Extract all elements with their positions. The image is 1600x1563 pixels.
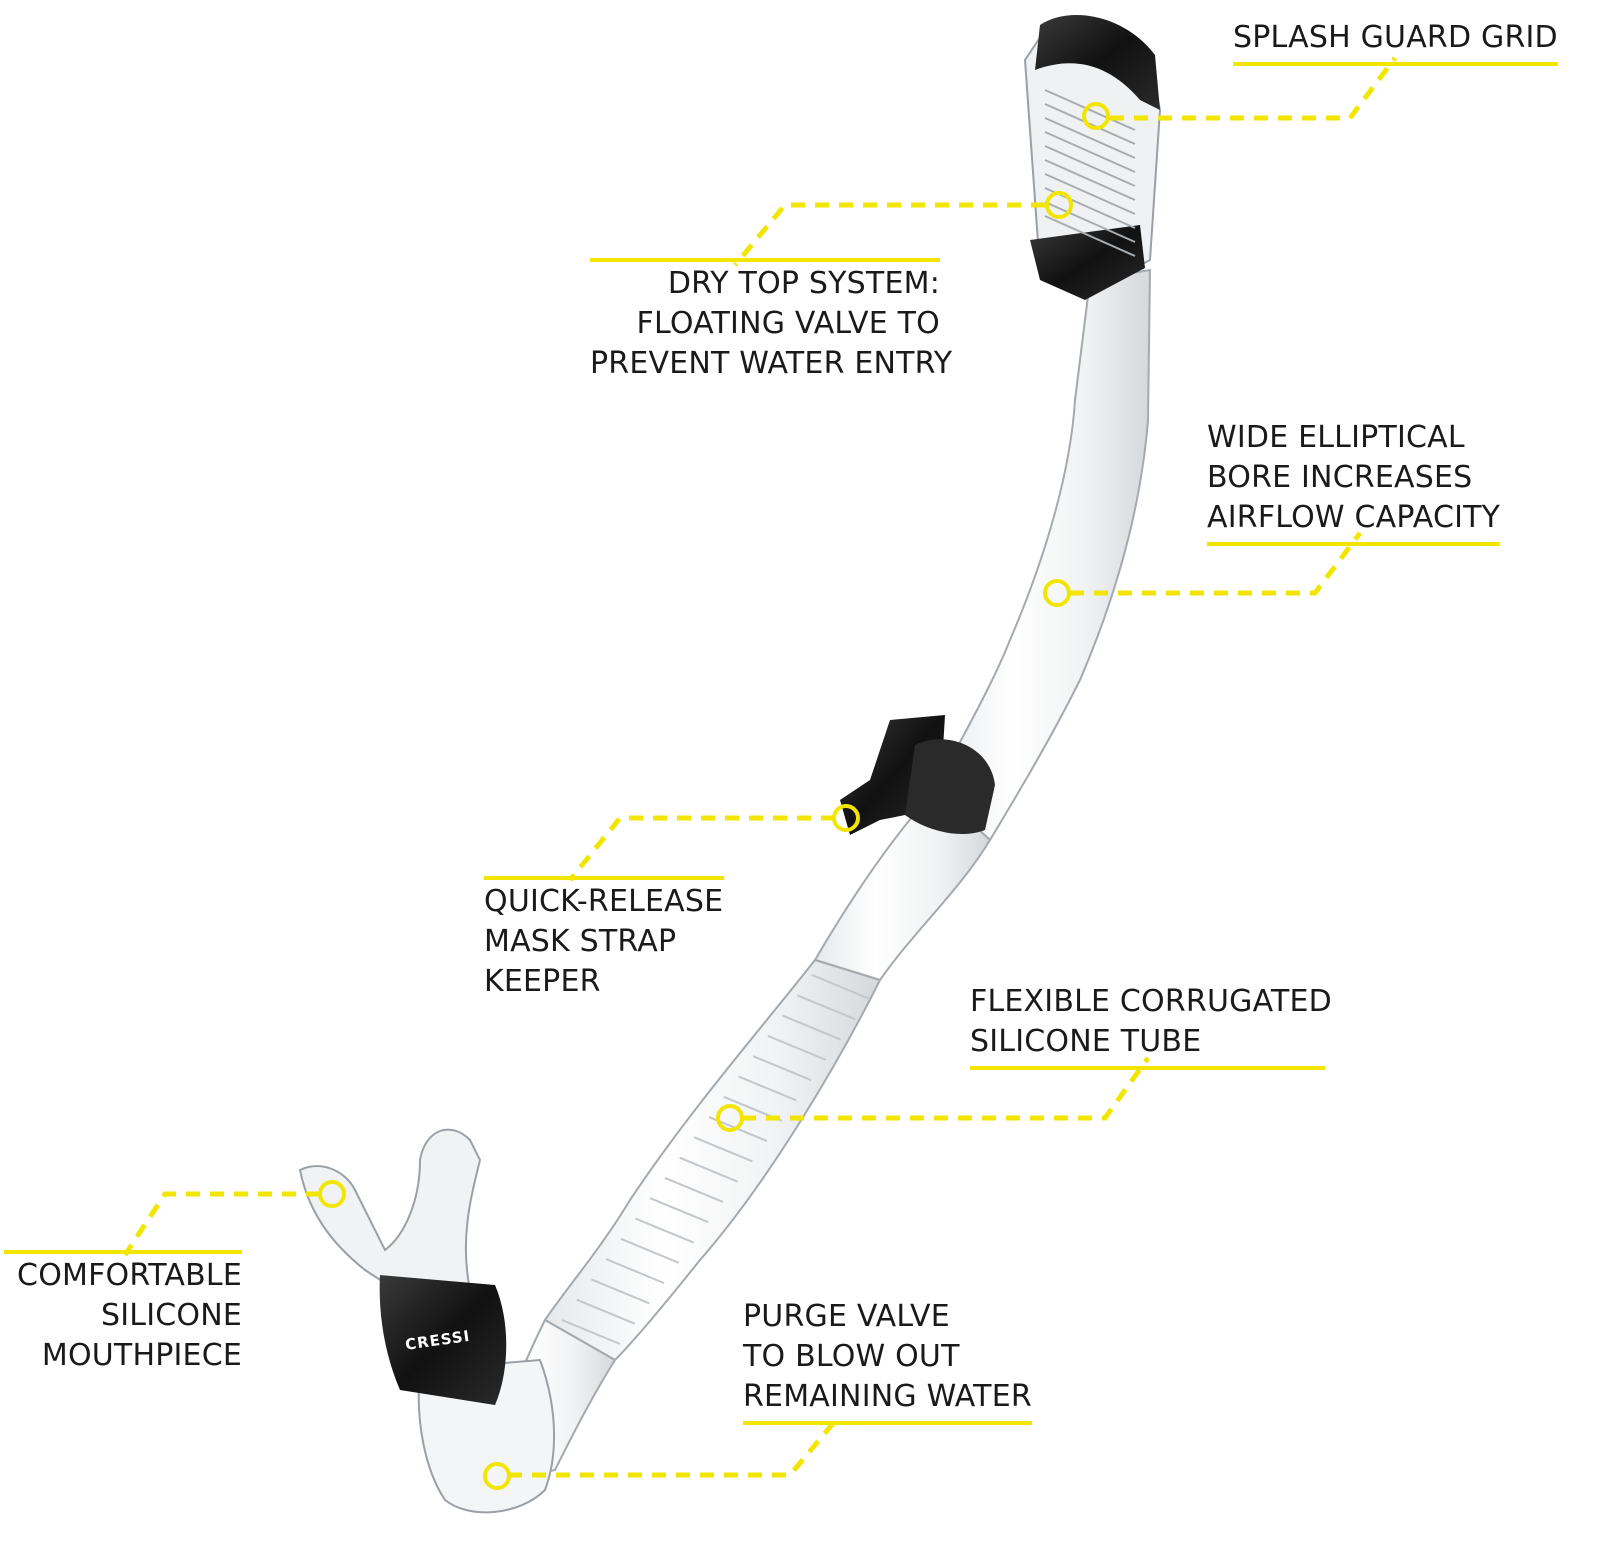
leader-mask-strap — [568, 815, 835, 882]
corrugation-ridge — [767, 1034, 827, 1061]
callout-mouthpiece-line-2: SILICONE — [100, 1298, 242, 1333]
corrugation-ridge — [811, 974, 871, 1000]
marker-dry-top — [1045, 191, 1073, 219]
splash-grid-line — [1044, 159, 1136, 201]
callout-mouthpiece: COMFORTABLE SILICONE MOUTHPIECE — [4, 1250, 242, 1376]
marker-mask-strap — [832, 804, 860, 832]
callout-dry-top-overline — [590, 258, 940, 262]
marker-corrugated — [716, 1104, 744, 1132]
callout-elliptical-bore-line-1: WIDE ELLIPTICAL — [1207, 420, 1465, 455]
callout-mask-strap-keeper-line-3: KEEPER — [484, 964, 601, 999]
corrugation-ridge — [693, 1136, 753, 1163]
callout-markers — [318, 102, 1110, 1490]
marker-splash-guard — [1082, 102, 1110, 130]
callout-dry-top: DRY TOP SYSTEM: FLOATING VALVE TO PREVEN… — [590, 258, 953, 384]
leader-splash-guard — [1110, 56, 1397, 121]
corrugation-ridge — [649, 1197, 709, 1224]
callout-dry-top-line-3: PREVENT WATER ENTRY — [590, 346, 953, 381]
leader-lines — [122, 56, 1397, 1478]
leader-elliptical-bore — [1070, 531, 1362, 596]
callout-mask-strap-keeper-overline — [484, 876, 724, 880]
splash-grid-line — [1044, 103, 1136, 145]
corrugation-ridge — [620, 1237, 680, 1264]
callout-purge-valve-line-2: TO BLOW OUT — [743, 1339, 960, 1374]
marker-mouthpiece — [318, 1180, 346, 1208]
callout-mouthpiece-line-3: MOUTHPIECE — [41, 1338, 242, 1373]
callout-mask-strap-keeper-line-1: QUICK-RELEASE — [484, 884, 724, 919]
callout-mask-strap-keeper-line-2: MASK STRAP — [484, 924, 677, 959]
callout-dry-top-line-1: DRY TOP SYSTEM: — [667, 266, 940, 301]
callout-corrugated-tube-line-2: SILICONE TUBE — [970, 1022, 1325, 1070]
callout-splash-guard: SPLASH GUARD GRID — [1233, 18, 1558, 66]
callout-mask-strap-keeper: QUICK-RELEASE MASK STRAP KEEPER — [484, 876, 724, 1002]
callout-dry-top-line-2: FLOATING VALVE TO — [636, 306, 940, 341]
callout-mouthpiece-line-1: COMFORTABLE — [17, 1258, 242, 1293]
corrugation-ridge — [576, 1298, 636, 1325]
mouthpiece-logo-band — [379, 1275, 507, 1405]
splash-grid-line — [1044, 215, 1136, 257]
leader-dry-top — [733, 202, 1045, 267]
splash-grid-line — [1044, 173, 1136, 215]
leader-mouthpiece — [122, 1191, 320, 1257]
splash-guard-grid-lines — [1044, 89, 1136, 257]
callout-elliptical-bore-line-2: BORE INCREASES — [1207, 460, 1473, 495]
callout-purge-valve: PURGE VALVE TO BLOW OUT REMAINING WATER — [743, 1297, 1032, 1425]
splash-grid-line — [1044, 201, 1136, 243]
callout-mouthpiece-overline — [4, 1250, 242, 1254]
corrugation-ridge — [664, 1177, 724, 1203]
splash-grid-line — [1044, 145, 1136, 187]
corrugation-ridge — [752, 1055, 812, 1082]
splash-grid-line — [1044, 89, 1136, 131]
callout-purge-valve-line-3: REMAINING WATER — [743, 1377, 1032, 1425]
mouthpiece-shape — [298, 1128, 482, 1302]
corrugation-ridge — [679, 1156, 739, 1183]
mask-strap-ring — [905, 739, 995, 835]
corrugation-ridge — [796, 994, 856, 1021]
callout-elliptical-bore: WIDE ELLIPTICAL BORE INCREASES AIRFLOW C… — [1207, 418, 1501, 546]
dry-top-collar — [1030, 225, 1145, 300]
corrugation-ridge — [635, 1217, 694, 1244]
leader-corrugated — [742, 1056, 1151, 1121]
callout-corrugated-tube-line-1: FLEXIBLE CORRUGATED — [970, 984, 1332, 1019]
corrugation-ridge — [591, 1278, 650, 1305]
marker-elliptical-bore — [1043, 579, 1071, 607]
marker-purge-valve — [483, 1462, 511, 1490]
corrugation-ridge — [561, 1319, 621, 1345]
callout-purge-valve-line-1: PURGE VALVE — [743, 1299, 950, 1334]
splash-grid-line — [1044, 117, 1136, 159]
corrugation-ridge — [738, 1075, 797, 1102]
callout-corrugated-tube: FLEXIBLE CORRUGATED SILICONE TUBE — [970, 982, 1332, 1070]
dry-top-cap — [1035, 15, 1160, 110]
corrugation-ridge — [605, 1258, 665, 1285]
callout-splash-guard-line-1: SPLASH GUARD GRID — [1233, 18, 1558, 66]
callout-elliptical-bore-line-3: AIRFLOW CAPACITY — [1207, 498, 1501, 546]
corrugation-ridge — [782, 1014, 841, 1041]
splash-grid-line — [1044, 131, 1136, 173]
